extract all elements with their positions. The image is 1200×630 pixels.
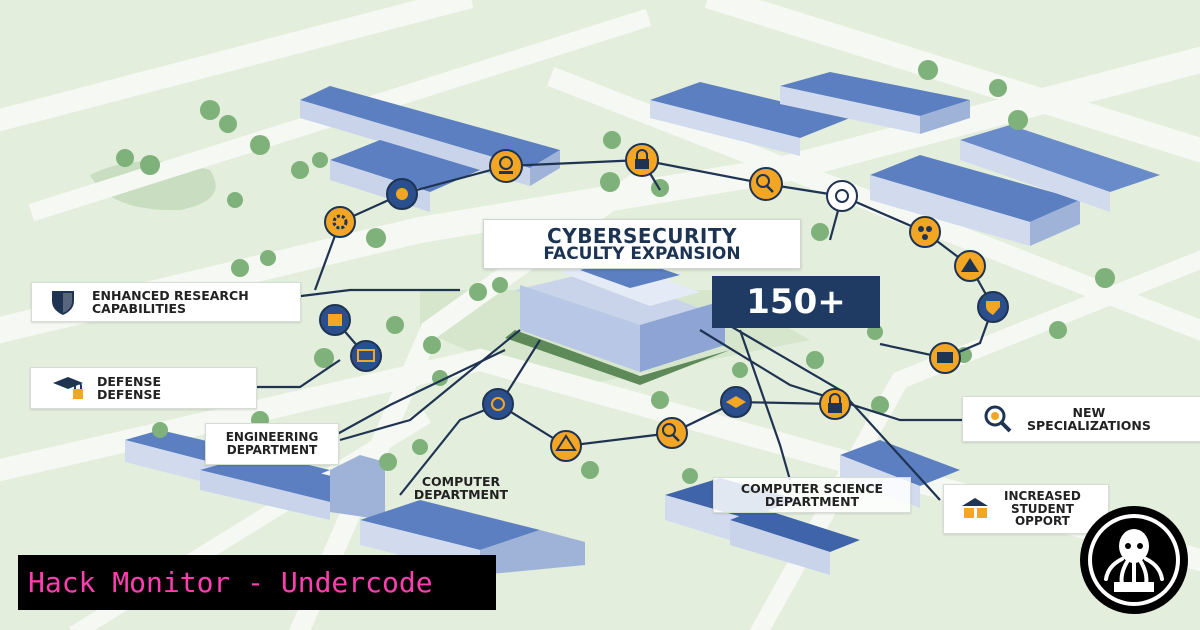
building-north-east [650,72,970,156]
webcam-icon [489,149,523,183]
label-line: SPECIALIZATIONS [1027,418,1151,433]
label-line: CAPABILITIES [92,301,187,316]
label-line: DEFENSE [97,373,161,389]
label-enhanced-research: ENHANCED RESEARCH CAPABILITIES [31,282,301,322]
warning-icon [954,250,986,282]
graduation-icon [962,498,988,518]
label-line: DEPARTMENT [764,494,860,509]
network-icon [909,216,941,248]
label-line: DEFENSE [97,387,161,402]
label-computer-dept: COMPUTER DEPARTMENT [402,475,520,501]
webcam-icon [482,388,514,420]
label-line: DEPARTMENT [413,487,509,503]
chip-icon [319,304,351,336]
label-line: DEPARTMENT [226,443,318,457]
bug-icon [386,178,418,210]
label-line: OPPORT [1014,514,1070,529]
trees [116,60,1115,484]
label-computer-science: COMPUTER SCIENCE DEPARTMENT [713,477,911,513]
brand-banner: Hack Monitor - Undercode [18,555,496,610]
stat-badge: 150+ [712,276,880,328]
label-line: NEW [1072,404,1106,420]
label-line: ENGINEERING [225,430,319,445]
label-line: COMPUTER [421,474,501,489]
label-line: ENHANCED RESEARCH [92,287,249,303]
network-links [235,158,995,501]
graduation-icon [550,430,582,462]
shield-icon [52,291,74,315]
label-new-specializations: NEW SPECIALIZATIONS [962,396,1200,442]
label-line: COMPUTER SCIENCE [740,480,884,496]
buildings [125,72,1160,575]
engineering-building [125,430,385,520]
building-north-west [300,86,560,212]
mortarboard-icon [720,386,752,418]
label-line: INCREASED [1004,489,1081,504]
magnifier-icon [749,167,783,201]
title-line-2: FACULTY EXPANSION [543,243,741,264]
label-engineering: ENGINEERING DEPARTMENT [205,423,339,465]
lock-icon [819,388,851,420]
label-defense: DEFENSE DEFENSE [30,367,257,409]
building-east [870,125,1160,246]
magnifier-icon [984,405,1012,433]
bug-icon [826,180,858,212]
mortarboard-icon [53,377,83,399]
lock-icon [625,143,659,177]
diagram-title: CYBERSECURITY FACULTY EXPANSION [483,219,801,269]
magnifier-icon [656,417,688,449]
title-line-1: CYBERSECURITY [547,223,737,248]
central-faculty-building [505,258,730,385]
monitor-icon [929,342,961,374]
network-nodes [319,143,1009,462]
label-line: STUDENT [1010,501,1074,516]
gear-icon [324,206,356,238]
code-icon [350,340,382,372]
label-increased-student: INCREASED STUDENT OPPORT [943,484,1109,534]
octopus-seal-logo [1080,506,1188,614]
shield-icon [977,291,1009,323]
